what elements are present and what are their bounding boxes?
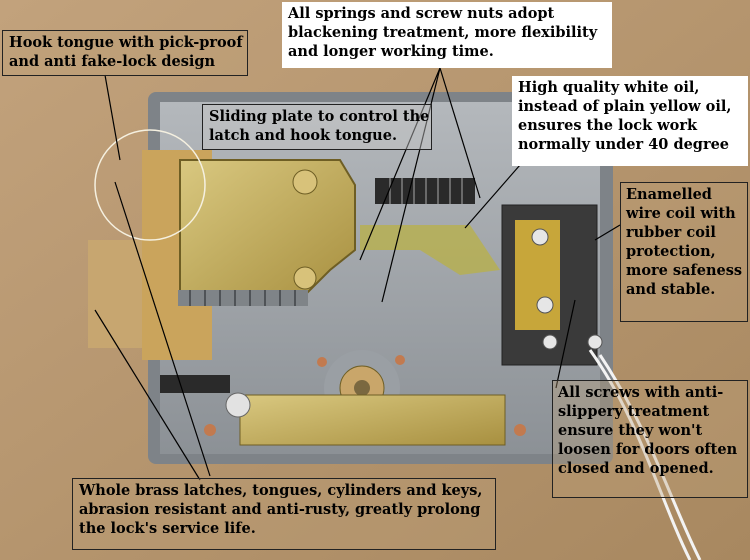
callout-white-oil-line-2: instead of plain yellow oil, xyxy=(518,98,732,115)
callout-wire-coil-line-1: Enamelled xyxy=(626,186,712,203)
callout-wire-coil-line-5: more safeness xyxy=(626,262,743,279)
callout-white-oil: High quality white oil, instead of plain… xyxy=(512,76,748,166)
callout-brass: Whole brass latches, tongues, cylinders … xyxy=(72,478,496,550)
callout-screws-line-4: loosen for doors often xyxy=(558,441,738,458)
plate-rivet-1 xyxy=(292,169,318,195)
leader-lines xyxy=(94,67,621,481)
callout-wire-coil: Enamelled wire coil with rubber coil pro… xyxy=(620,182,748,322)
callout-screws-line-5: closed and opened. xyxy=(558,460,714,477)
housing-hole-4 xyxy=(514,424,526,436)
callout-wire-coil-line-6: and stable. xyxy=(626,281,716,298)
callout-white-oil-line-4: normally under 40 degree xyxy=(518,136,730,153)
callout-springs-line-2: blackening treatment, more flexibility xyxy=(288,24,598,41)
callout-white-oil-line-3: ensures the lock work xyxy=(518,117,698,134)
callout-screws: All screws with anti- slippery treatment… xyxy=(552,380,748,498)
callout-hook-tongue: Hook tongue with pick-proof and anti fak… xyxy=(2,30,248,76)
callout-sliding-plate-line-2: latch and hook tongue. xyxy=(209,127,397,144)
callout-screws-line-3: ensure they won't xyxy=(558,422,703,439)
hook-detail-circle xyxy=(94,129,206,241)
plate-rivet-2 xyxy=(293,266,317,290)
callout-wire-coil-line-4: protection, xyxy=(626,243,716,260)
callout-screws-line-2: slippery treatment xyxy=(558,403,710,420)
callout-white-oil-line-1: High quality white oil, xyxy=(518,79,700,96)
callout-brass-line-1: Whole brass latches, tongues, cylinders … xyxy=(79,482,483,499)
coil-screw-2 xyxy=(536,296,554,314)
callout-wire-coil-line-3: rubber coil xyxy=(626,224,716,241)
callout-sliding-plate: Sliding plate to control the latch and h… xyxy=(202,104,432,150)
lower-post xyxy=(225,392,251,418)
coil-screw-3 xyxy=(587,334,603,350)
lead-wires xyxy=(588,349,692,560)
housing-hole-1 xyxy=(317,357,327,367)
callout-brass-line-3: the lock's service life. xyxy=(79,520,256,537)
callout-screws-line-1: All screws with anti- xyxy=(558,384,724,401)
coil-screw-1 xyxy=(531,228,549,246)
lever-arm xyxy=(360,225,500,275)
callout-springs-line-3: and longer working time. xyxy=(288,43,494,60)
callout-hook-tongue-line-2: and anti fake-lock design xyxy=(9,53,216,70)
callout-sliding-plate-line-1: Sliding plate to control the xyxy=(209,108,430,125)
callout-springs-line-1: All springs and screw nuts adopt xyxy=(288,5,555,22)
callout-hook-tongue-line-1: Hook tongue with pick-proof xyxy=(9,34,243,51)
callout-brass-line-2: abrasion resistant and anti-rusty, great… xyxy=(79,501,481,518)
coil-screw-4 xyxy=(542,334,558,350)
spring-upper-coils xyxy=(389,178,463,204)
housing-hole-2 xyxy=(395,355,405,365)
spring-mid xyxy=(178,290,308,306)
callout-wire-coil-line-2: wire coil with xyxy=(626,205,736,222)
housing-hole-3 xyxy=(204,424,216,436)
spring-lower xyxy=(160,375,230,393)
callout-springs: All springs and screw nuts adopt blacken… xyxy=(282,2,612,68)
